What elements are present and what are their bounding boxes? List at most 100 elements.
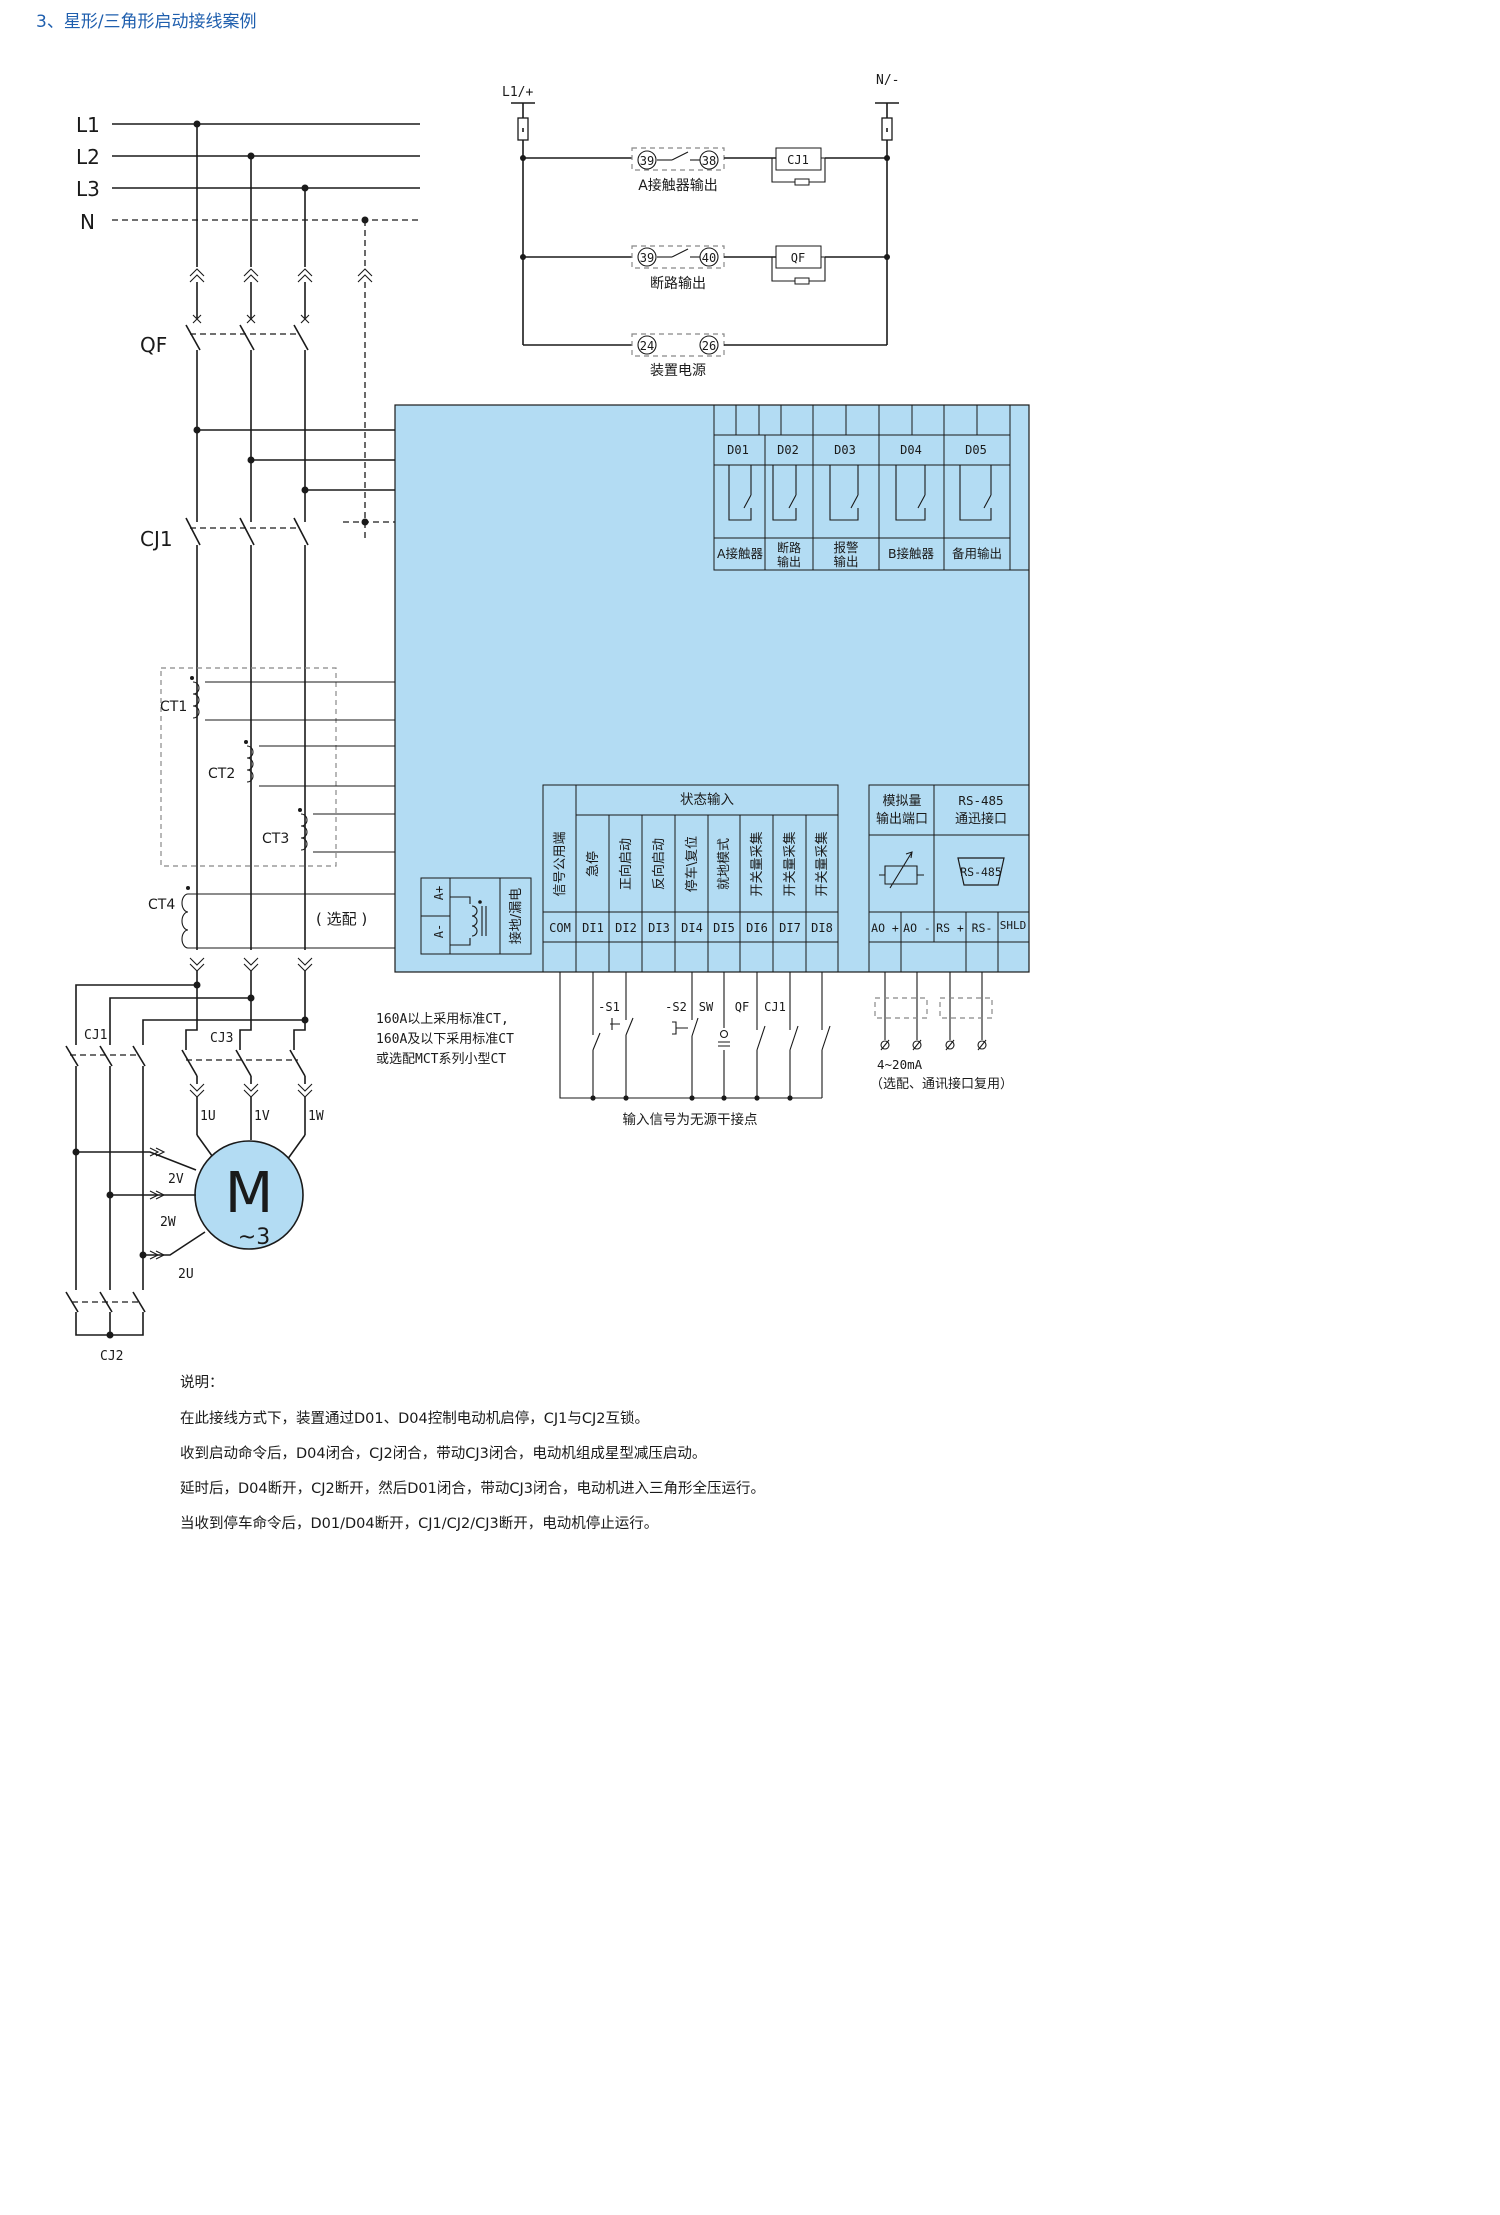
row2-coil: QF [791,251,805,265]
bus-label-l1: L1 [76,113,100,137]
qf-label: QF [140,333,167,357]
ground-term-a-plus: A+ [432,886,446,900]
motor-phase: ~3 [238,1225,270,1250]
power-bus: L1 L2 L3 N [76,113,420,234]
cj2-label: CJ2 [100,1349,123,1364]
di2-func: 正向启动 [618,838,634,890]
ground-term-a-minus: A- [432,924,446,938]
ct-note: 160A以上采用标准CT, 160A及以下采用标准CT 或选配MCT系列小型CT [376,1012,514,1067]
term-di6: DI6 [746,921,768,935]
cj3-label: CJ3 [210,1031,233,1046]
bus-label-n: N [80,210,95,234]
terminal-2v: 2V [168,1172,184,1187]
notes-line-4: 当收到停车命令后，D01/D04断开，CJ1/CJ2/CJ3断开，电动机停止运行… [180,1514,658,1532]
relay-head-d04: D04 [900,443,922,457]
row1-coil: CJ1 [787,153,809,167]
switch-cj1-label: CJ1 [764,1000,786,1014]
analog-range-label: 4~20mA [877,1057,923,1072]
row3-term2: 26 [702,339,716,353]
switch-sw-label: SW [699,1000,714,1014]
status-input-block: 状态输入 信号公用端 急停 正向启动 反向启动 停车\复位 就地模式 开关量采集… [542,784,839,973]
row1-term2: 38 [702,154,716,168]
di6-func: 开关量采集 [749,831,765,896]
cj1-lower-label: CJ1 [84,1028,107,1043]
analog-header-l2: 输出端口 [876,811,928,827]
ct1-label: CT1 [160,699,187,715]
term-di4: DI4 [681,921,703,935]
term-di2: DI2 [615,921,637,935]
notes-line-2: 收到启动命令后，D04闭合，CJ2闭合，带动CJ3闭合，电动机组成星型减压启动。 [180,1444,706,1462]
term-di5: DI5 [713,921,735,935]
di5-func: 就地模式 [717,838,732,890]
di7-func: 开关量采集 [782,831,798,896]
row3-term1: 24 [640,339,654,353]
relay-func-d03-l1: 报警 [833,540,858,555]
device-panel: D01 D02 D03 D04 D05 A接触器 断路 输出 报警 输出 B接触… [394,404,1030,973]
relay-head-d01: D01 [727,443,749,457]
relay-output-block: D01 D02 D03 D04 D05 A接触器 断路 输出 报警 输出 B接触… [713,404,1030,571]
ct3-label: CT3 [262,831,289,847]
switch-s2-label: -S2 [665,1000,687,1014]
control-circuit: L1/+ N/- 39 38 A接触器输出 CJ1 [502,73,899,379]
term-shld: SHLD [1000,919,1027,932]
bus-label-l3: L3 [76,177,100,201]
motor-circuit: CJ1 CJ3 1U 1V 1W M ~3 [65,957,324,1364]
terminal-1u: 1U [200,1109,216,1124]
relay-head-d02: D02 [777,443,799,457]
ct4-label: CT4 [148,897,175,913]
term-di8: DI8 [811,921,833,935]
analog-note-label: （选配、通讯接口复用） [870,1076,1013,1092]
di1-func: 急停 [585,851,601,877]
term-ao-plus: AO + [871,921,899,935]
current-transformers: CT1 CT2 CT3 CT4 ( 选配 ) [148,667,395,949]
relay-func-d05: 备用输出 [952,546,1002,561]
notes-line-1: 在此接线方式下，装置通过D01、D04控制电动机启停，CJ1与CJ2互锁。 [180,1410,649,1427]
di8-func: 开关量采集 [814,831,830,896]
term-rs-minus: RS- [972,921,993,935]
ground-label: 接地/漏电 [508,888,524,944]
ground-leakage-block: A+ A- 接地/漏电 [420,877,532,955]
row3-caption: 装置电源 [650,363,706,379]
bus-label-l2: L2 [76,145,100,169]
term-ao-minus: AO - [903,921,931,935]
terminal-2w: 2W [160,1215,176,1230]
notes-line-3: 延时后，D04断开，CJ2断开，然后D01闭合，带动CJ3闭合，电动机进入三角形… [180,1479,765,1497]
switch-qf-label: QF [735,1000,749,1014]
input-signal-caption: 输入信号为无源干接点 [623,1111,758,1128]
status-input-header: 状态输入 [680,792,734,808]
input-wiring: -S1 -S2 SW QF CJ1 输入信号为无源干接点 4~20mA （选配、… [559,972,1013,1128]
row2-term1: 39 [640,251,654,265]
ct-note-line-2: 160A及以下采用标准CT [376,1032,514,1047]
ct-note-line-3: 或选配MCT系列小型CT [376,1052,506,1067]
ct-note-line-1: 160A以上采用标准CT, [376,1012,509,1027]
ct2-label: CT2 [208,766,235,782]
motor-letter: M [225,1161,273,1226]
signal-common-label: 信号公用端 [553,831,568,896]
term-di3: DI3 [648,921,670,935]
term-di1: DI1 [582,921,604,935]
relay-func-d04: B接触器 [888,546,935,561]
term-com: COM [549,921,571,935]
analog-rs485-block: 模拟量 输出端口 RS-485 通迅接口 RS-485 AO + AO - RS… [868,784,1030,973]
term-rs-plus: RS + [936,921,964,935]
notes-heading: 说明： [180,1374,224,1391]
row1-caption: A接触器输出 [638,177,718,194]
relay-func-d01: A接触器 [717,546,764,561]
relay-func-d03-l2: 输出 [833,554,858,569]
rs485-header-l2: 通迅接口 [955,811,1007,827]
di3-func: 反向启动 [651,838,667,890]
switch-s1-label: -S1 [598,1000,620,1014]
terminal-1v: 1V [254,1109,270,1124]
notes: 说明： 在此接线方式下，装置通过D01、D04控制电动机启停，CJ1与CJ2互锁… [180,1374,765,1532]
row2-term2: 40 [702,251,716,265]
rs485-header-l1: RS-485 [958,793,1003,808]
terminal-2u: 2U [178,1267,194,1282]
cj1-label: CJ1 [140,527,173,551]
terminal-1w: 1W [308,1109,324,1124]
page-title: 3、星形/三角形启动接线案例 [36,12,257,32]
di4-func: 停车\复位 [684,836,700,892]
relay-head-d05: D05 [965,443,987,457]
relay-func-d02-l1: 断路 [777,540,801,555]
analog-header-l1: 模拟量 [882,794,921,809]
control-n-label: N/- [876,73,899,88]
